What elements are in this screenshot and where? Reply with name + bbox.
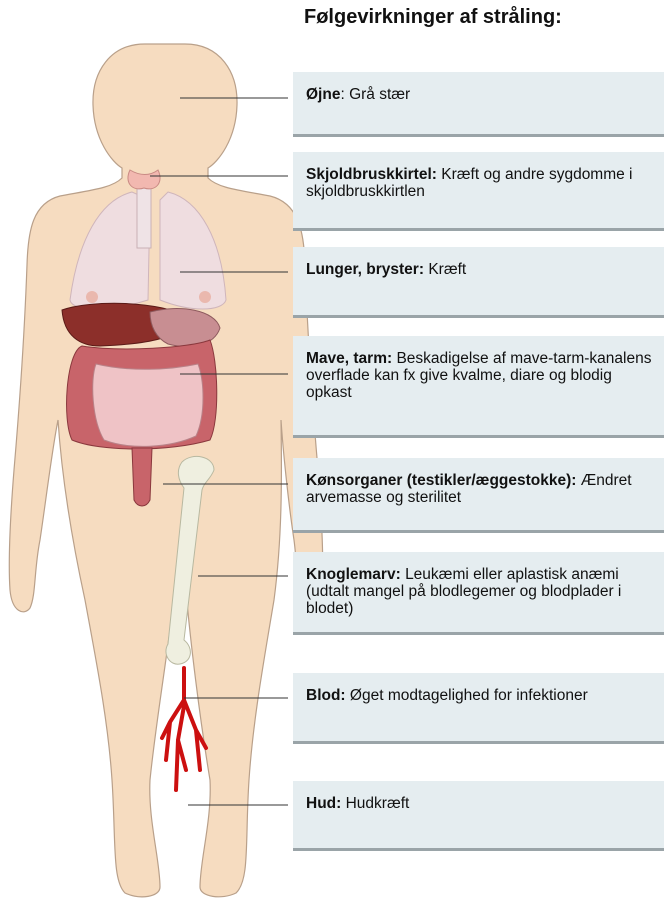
effect-box-stomach: Mave, tarm: Beskadigelse af mave-tarm-ka… (293, 336, 664, 438)
effect-box-blood: Blod: Øget modtagelighed for infektioner (293, 673, 664, 744)
effect-organ: Mave, tarm: (306, 350, 392, 367)
effect-organ: Lunger, bryster: (306, 261, 424, 278)
effect-text: Øget modtagelighed for infektioner (350, 687, 588, 704)
effect-box-bone-marrow: Knoglemarv: Leukæmi eller aplastisk anæm… (293, 552, 664, 635)
body-silhouette (9, 44, 323, 897)
effect-box-thyroid: Skjoldbruskkirtel: Kræft og andre sygdom… (293, 152, 664, 231)
effect-text: Grå stær (349, 86, 410, 103)
effect-sep: : (340, 86, 349, 103)
effect-organ: Skjoldbruskkirtel: (306, 166, 437, 183)
breast-right (199, 291, 211, 303)
effect-text: Hudkræft (346, 795, 410, 812)
diagram-title: Følgevirkninger af stråling: (304, 6, 562, 29)
effect-organ: Blod: (306, 687, 346, 704)
effect-box-eyes: Øjne: Grå stær (293, 72, 664, 137)
effect-organ: Kønsorganer (testikler/æggestokke): (306, 472, 576, 489)
effect-organ: Knoglemarv: (306, 566, 401, 583)
effect-text: Kræft (428, 261, 466, 278)
effect-organ: Hud: (306, 795, 341, 812)
effect-box-skin: Hud: Hudkræft (293, 781, 664, 851)
effect-box-lungs: Lunger, bryster: Kræft (293, 247, 664, 318)
effect-box-genitals: Kønsorganer (testikler/æggestokke): Ændr… (293, 458, 664, 533)
small-intestine (93, 364, 203, 446)
rectum (132, 448, 152, 506)
breast-left (86, 291, 98, 303)
effect-organ: Øjne (306, 86, 340, 103)
